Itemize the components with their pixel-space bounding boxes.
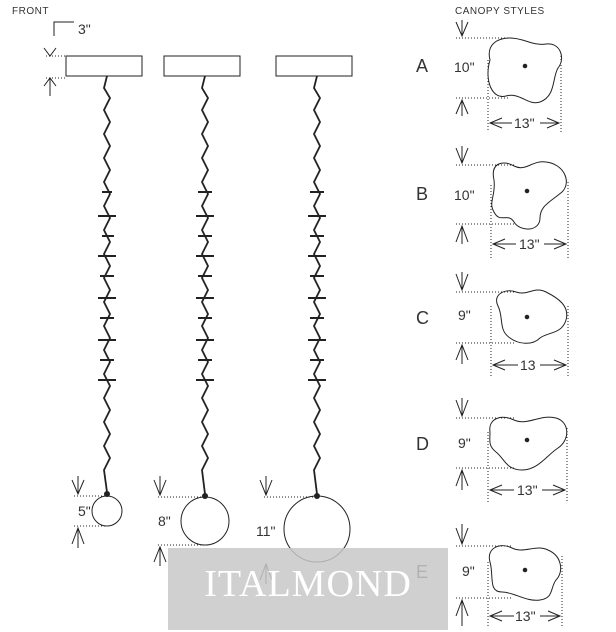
canopy-d-width: 13" (517, 482, 538, 498)
pendant-small-size: 5" (78, 503, 91, 519)
pendant-large (259, 55, 353, 584)
front-height-label: 3" (78, 21, 91, 37)
globe-size-dimension (153, 476, 204, 566)
canopy-shape (496, 289, 568, 344)
canopy-style-b (455, 146, 569, 258)
canopy-a-height: 10" (454, 59, 475, 75)
canopy-styles-title: CANOPY STYLES (455, 6, 545, 17)
canopy-style-d (455, 398, 568, 502)
chain (102, 75, 112, 493)
canopy-d-height: 9" (458, 435, 471, 451)
chain (312, 75, 322, 495)
chain (200, 75, 210, 495)
ceiling-canopy (163, 55, 241, 77)
canopy-b-height: 10" (454, 187, 475, 203)
chain-links (98, 191, 116, 381)
canopy-a-width: 13" (514, 115, 535, 131)
globe-size-dimension (71, 476, 106, 548)
canopy-style-c (455, 272, 569, 378)
canopy-e-width: 13" (515, 608, 536, 624)
canopy-d-letter: D (416, 434, 429, 454)
canopy-a-letter: A (416, 56, 428, 76)
globe (91, 495, 123, 527)
canopy-shape (488, 545, 562, 601)
pendant-medium-size: 8" (158, 513, 171, 529)
pendant-large-size: 11" (256, 523, 276, 539)
canopy-e-height: 9" (462, 563, 475, 579)
canopy-shape (487, 37, 562, 104)
chain-links (308, 191, 326, 381)
watermark-background (168, 548, 448, 630)
canopy-style-a (455, 20, 562, 132)
pendant-small (65, 55, 143, 548)
front-label: FRONT (12, 6, 49, 17)
watermark-logo: ITALMOND (204, 563, 412, 605)
chain-links (196, 191, 214, 381)
canopy-b-letter: B (416, 184, 428, 204)
ceiling-canopy (275, 55, 353, 77)
canopy-shape (491, 161, 567, 230)
ceiling-canopy (65, 55, 143, 77)
canopy-style-e (455, 524, 563, 628)
canopy-shape (489, 416, 568, 471)
canopy-c-height: 9" (458, 307, 471, 323)
front-height-dimension (43, 21, 74, 96)
globe (180, 496, 230, 546)
canopy-c-letter: C (416, 308, 429, 328)
pendant-medium (153, 55, 241, 566)
canopy-c-width: 13 (520, 357, 536, 373)
canopy-b-width: 13" (519, 236, 540, 252)
